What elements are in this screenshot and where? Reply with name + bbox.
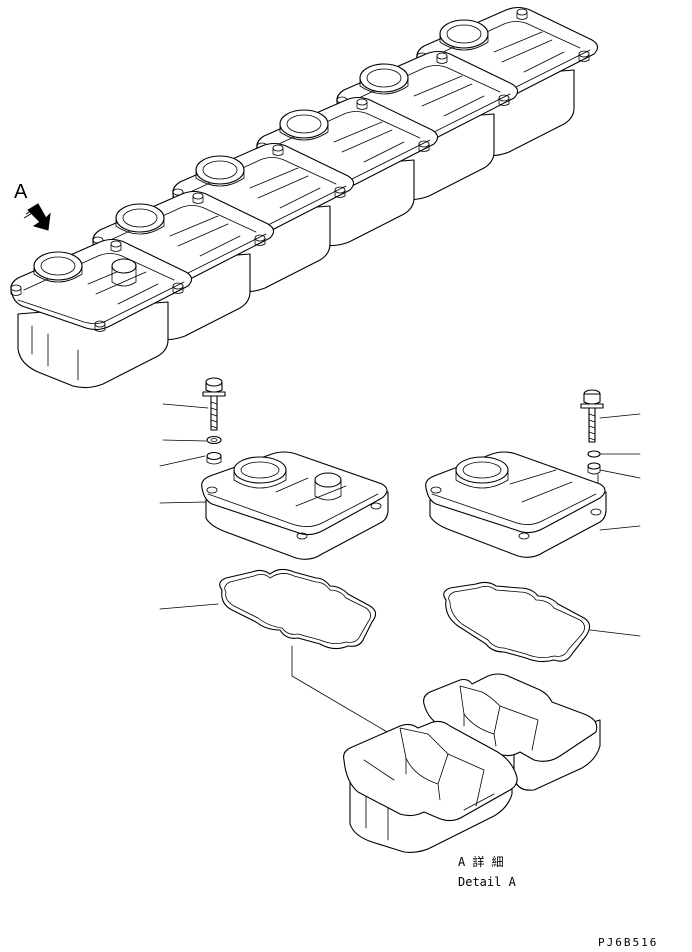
- rocker-cover-1: [10, 238, 193, 389]
- drawing-code: PJ6B516: [598, 936, 658, 949]
- leader-lines-left: [159, 403, 429, 757]
- rocker-cover-right: [425, 451, 607, 558]
- detail-left-group: [159, 377, 429, 757]
- spacer-collar-left: [206, 451, 222, 465]
- spacer-collar-right: [587, 462, 601, 475]
- detail-caption-english: Detail A: [458, 875, 517, 889]
- view-marker-a: A: [14, 181, 51, 231]
- view-direction-arrow-icon: [23, 203, 51, 231]
- detail-caption-japanese: A 詳 細: [458, 854, 504, 869]
- view-marker-label: A: [14, 181, 28, 203]
- leader-lines-right: [589, 413, 641, 637]
- gasket-left: [219, 568, 377, 650]
- rocker-cover-assembly: [10, 6, 599, 389]
- flange-bolt-left: [202, 377, 226, 431]
- washer-left: [206, 435, 222, 445]
- rocker-cover-left: [201, 451, 389, 560]
- gasket-right: [443, 581, 591, 663]
- cylinder-head-base-front: [343, 720, 518, 853]
- cylinder-head-base-assembly: [343, 673, 601, 853]
- detail-right-group: [425, 389, 641, 663]
- flange-bolt-right: [580, 389, 604, 443]
- detail-caption: A 詳 細 Detail A: [458, 854, 517, 889]
- breather-cap: [111, 258, 137, 287]
- washer-right: [587, 450, 601, 458]
